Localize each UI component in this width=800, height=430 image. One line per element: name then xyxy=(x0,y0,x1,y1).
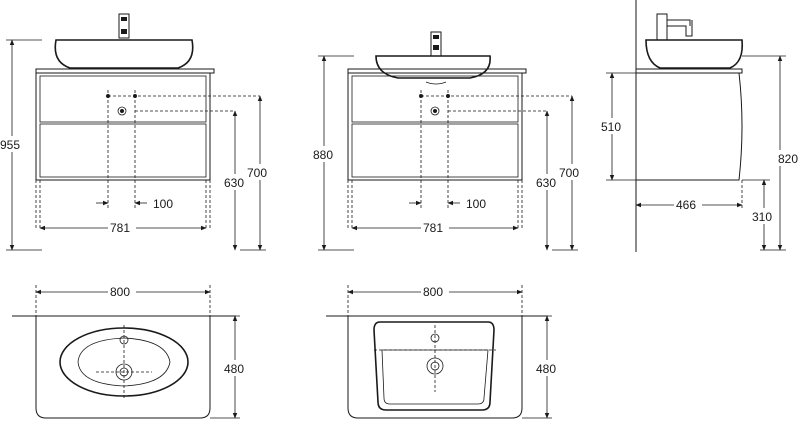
dim-wall-gap: 310 xyxy=(752,210,772,224)
dim-top-width: 800 xyxy=(423,285,443,299)
basin-side xyxy=(645,39,744,69)
dim-upper-height: 510 xyxy=(601,120,621,134)
dim-top-depth: 480 xyxy=(536,362,556,376)
cabinet-side xyxy=(635,72,743,181)
dim-total-height: 880 xyxy=(313,148,333,162)
countertop xyxy=(35,68,215,74)
cabinet xyxy=(347,72,523,181)
rect-basin xyxy=(375,55,491,79)
dim-cabinet-height: 700 xyxy=(559,166,579,180)
rect-basin-top xyxy=(373,321,495,411)
oval-basin xyxy=(54,39,194,69)
cabinet xyxy=(35,72,211,181)
faucet-icon xyxy=(118,13,130,39)
faucet-side-icon xyxy=(656,13,693,41)
drain-icon xyxy=(117,106,127,116)
dim-inner-width: 781 xyxy=(423,221,443,235)
dim-side-total: 820 xyxy=(778,152,798,166)
top-view-oval: 800 480 xyxy=(12,284,248,419)
dim-lower-height: 630 xyxy=(224,176,244,190)
dim-top-depth: 480 xyxy=(224,362,244,376)
dim-inner-width: 781 xyxy=(110,221,130,235)
dim-cabinet-height: 700 xyxy=(247,166,267,180)
dim-lower-height: 630 xyxy=(536,176,556,190)
countertop-top xyxy=(35,315,211,419)
front-view-oval-basin: 100 781 955 700 630 xyxy=(0,13,268,251)
faucet-icon xyxy=(430,31,442,57)
countertop-top xyxy=(347,315,523,419)
countertop xyxy=(347,68,527,74)
top-view-rect: 800 480 xyxy=(326,284,560,419)
drain-icon xyxy=(430,106,440,116)
dim-drain-offset: 100 xyxy=(153,197,173,211)
dim-depth: 466 xyxy=(676,198,696,212)
front-view-rect-basin: 100 781 880 700 630 xyxy=(312,31,580,251)
dim-top-width: 800 xyxy=(110,285,130,299)
dim-total-height: 955 xyxy=(0,138,20,152)
side-view: 510 820 310 466 xyxy=(600,0,800,252)
dim-drain-offset: 100 xyxy=(466,197,486,211)
countertop xyxy=(635,68,743,74)
